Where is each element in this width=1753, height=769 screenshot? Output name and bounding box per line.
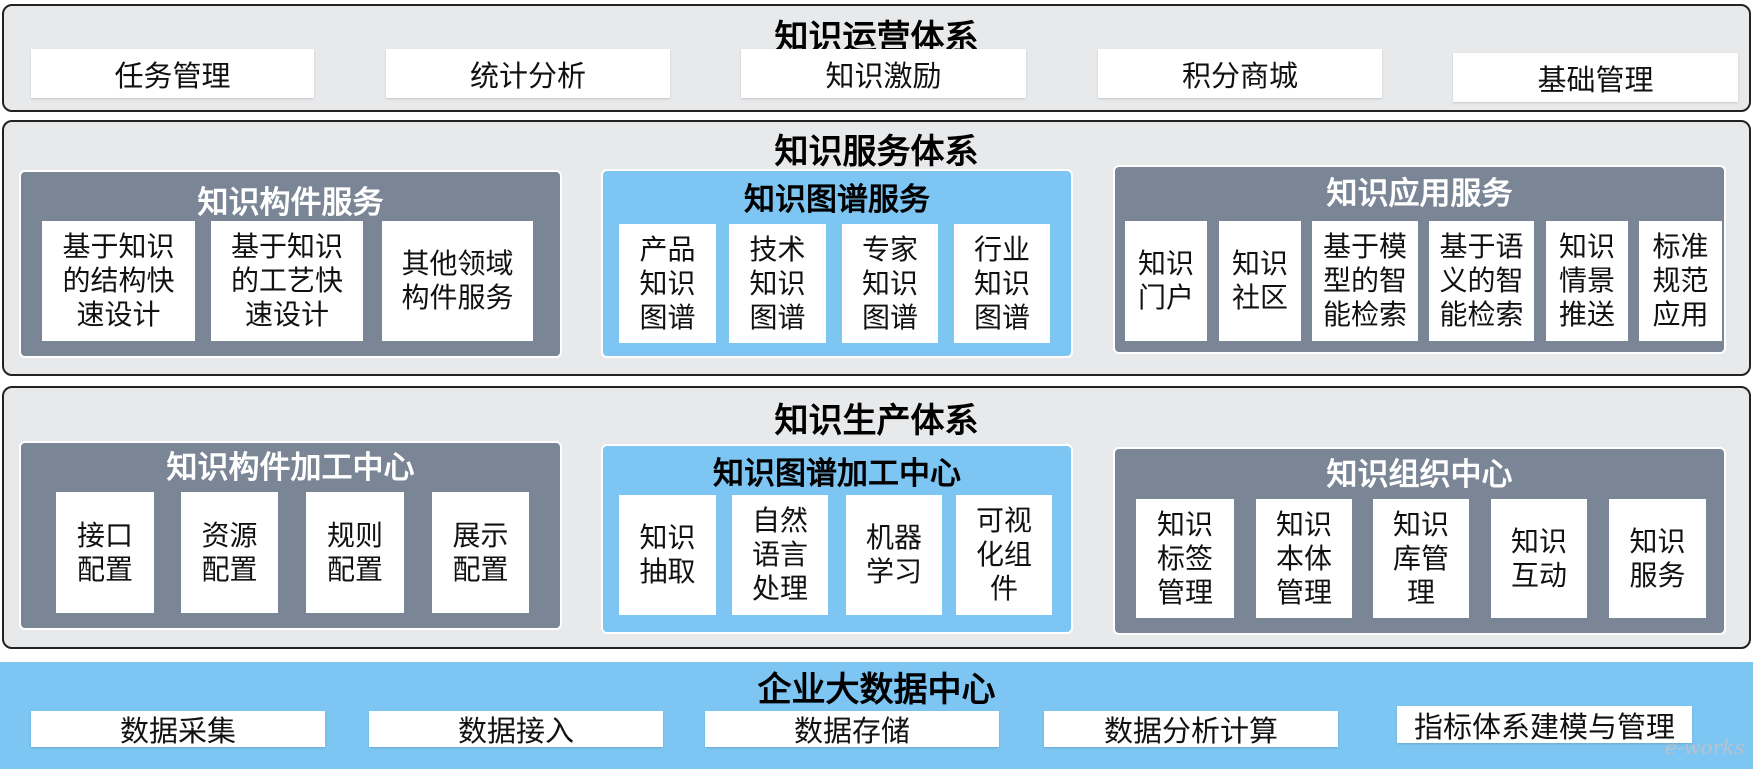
bigdata-item[interactable]: 数据接入: [369, 711, 663, 748]
production-panel-cell[interactable]: 知识 本体 管理: [1256, 499, 1352, 618]
service-panel-cell[interactable]: 基于知识 的结构快 速设计: [42, 221, 195, 341]
service-panel-cell[interactable]: 知识 情景 推送: [1546, 221, 1628, 341]
operations-item[interactable]: 积分商城: [1098, 49, 1382, 98]
production-panel: 知识组织中心知识 标签 管理知识 本体 管理知识 库管 理知识 互动知识 服务: [1113, 447, 1726, 635]
service-panel-cell[interactable]: 基于语 义的智 能检索: [1429, 221, 1534, 341]
service-panel-title: 知识构件服务: [197, 185, 384, 221]
operations-item[interactable]: 统计分析: [386, 49, 670, 98]
production-panel-cell[interactable]: 规则 配置: [306, 492, 404, 613]
service-panel-cell[interactable]: 其他领域 构件服务: [382, 221, 533, 341]
service-panel: 知识应用服务知识 门户知识 社区基于模 型的智 能检索基于语 义的智 能检索知识…: [1113, 165, 1726, 354]
service-panel-cell[interactable]: 知识 门户: [1125, 221, 1207, 341]
bigdata-item[interactable]: 数据存储: [705, 711, 999, 748]
production-title: 知识生产体系: [774, 401, 979, 441]
service-panel-cell[interactable]: 基于模 型的智 能检索: [1312, 221, 1418, 341]
service-panel-cell[interactable]: 基于知识 的工艺快 速设计: [211, 221, 363, 341]
service-panel-cell[interactable]: 标准 规范 应用: [1639, 221, 1722, 341]
production-panel-title: 知识构件加工中心: [166, 450, 415, 486]
service-panel-cell[interactable]: 专家 知识 图谱: [842, 224, 938, 343]
bigdata-item[interactable]: 数据分析计算: [1044, 711, 1338, 748]
production-panel: 知识构件加工中心接口 配置资源 配置规则 配置展示 配置: [19, 441, 562, 630]
production-panel-cell[interactable]: 接口 配置: [56, 492, 154, 613]
service-panel-cell[interactable]: 知识 社区: [1219, 221, 1301, 341]
bigdata-item[interactable]: 数据采集: [31, 711, 325, 748]
service-panel-cell[interactable]: 技术 知识 图谱: [729, 224, 826, 343]
production-panel-cell[interactable]: 展示 配置: [432, 492, 529, 613]
bigdata-title: 企业大数据中心: [757, 670, 996, 710]
operations-item[interactable]: 基础管理: [1453, 53, 1738, 102]
production-panel-cell[interactable]: 资源 配置: [181, 492, 278, 613]
production-panel: 知识图谱加工中心知识 抽取自然 语言 处理机器 学习可视 化组 件: [601, 444, 1073, 634]
operations-item[interactable]: 知识激励: [741, 49, 1026, 98]
production-panel-cell[interactable]: 知识 服务: [1609, 499, 1706, 618]
production-panel-cell[interactable]: 机器 学习: [846, 495, 942, 615]
service-panel-cell[interactable]: 产品 知识 图谱: [619, 224, 716, 343]
production-panel-title: 知识图谱加工中心: [713, 456, 961, 492]
production-panel-title: 知识组织中心: [1326, 457, 1513, 493]
production-panel-cell[interactable]: 自然 语言 处理: [732, 495, 828, 615]
service-panel-title: 知识应用服务: [1326, 176, 1513, 212]
service-title: 知识服务体系: [774, 132, 979, 172]
production-panel-cell[interactable]: 知识 库管 理: [1373, 499, 1469, 618]
production-panel-cell[interactable]: 知识 抽取: [619, 495, 716, 615]
service-panel: 知识图谱服务产品 知识 图谱技术 知识 图谱专家 知识 图谱行业 知识 图谱: [601, 169, 1073, 358]
operations-item[interactable]: 任务管理: [31, 49, 314, 98]
production-panel-cell[interactable]: 可视 化组 件: [956, 495, 1052, 615]
production-panel-cell[interactable]: 知识 互动: [1491, 499, 1587, 618]
service-panel-title: 知识图谱服务: [744, 182, 930, 218]
service-panel: 知识构件服务基于知识 的结构快 速设计基于知识 的工艺快 速设计其他领域 构件服…: [19, 170, 562, 358]
bigdata-item[interactable]: 指标体系建模与管理: [1397, 706, 1692, 744]
production-panel-cell[interactable]: 知识 标签 管理: [1136, 499, 1234, 618]
service-panel-cell[interactable]: 行业 知识 图谱: [954, 224, 1050, 343]
